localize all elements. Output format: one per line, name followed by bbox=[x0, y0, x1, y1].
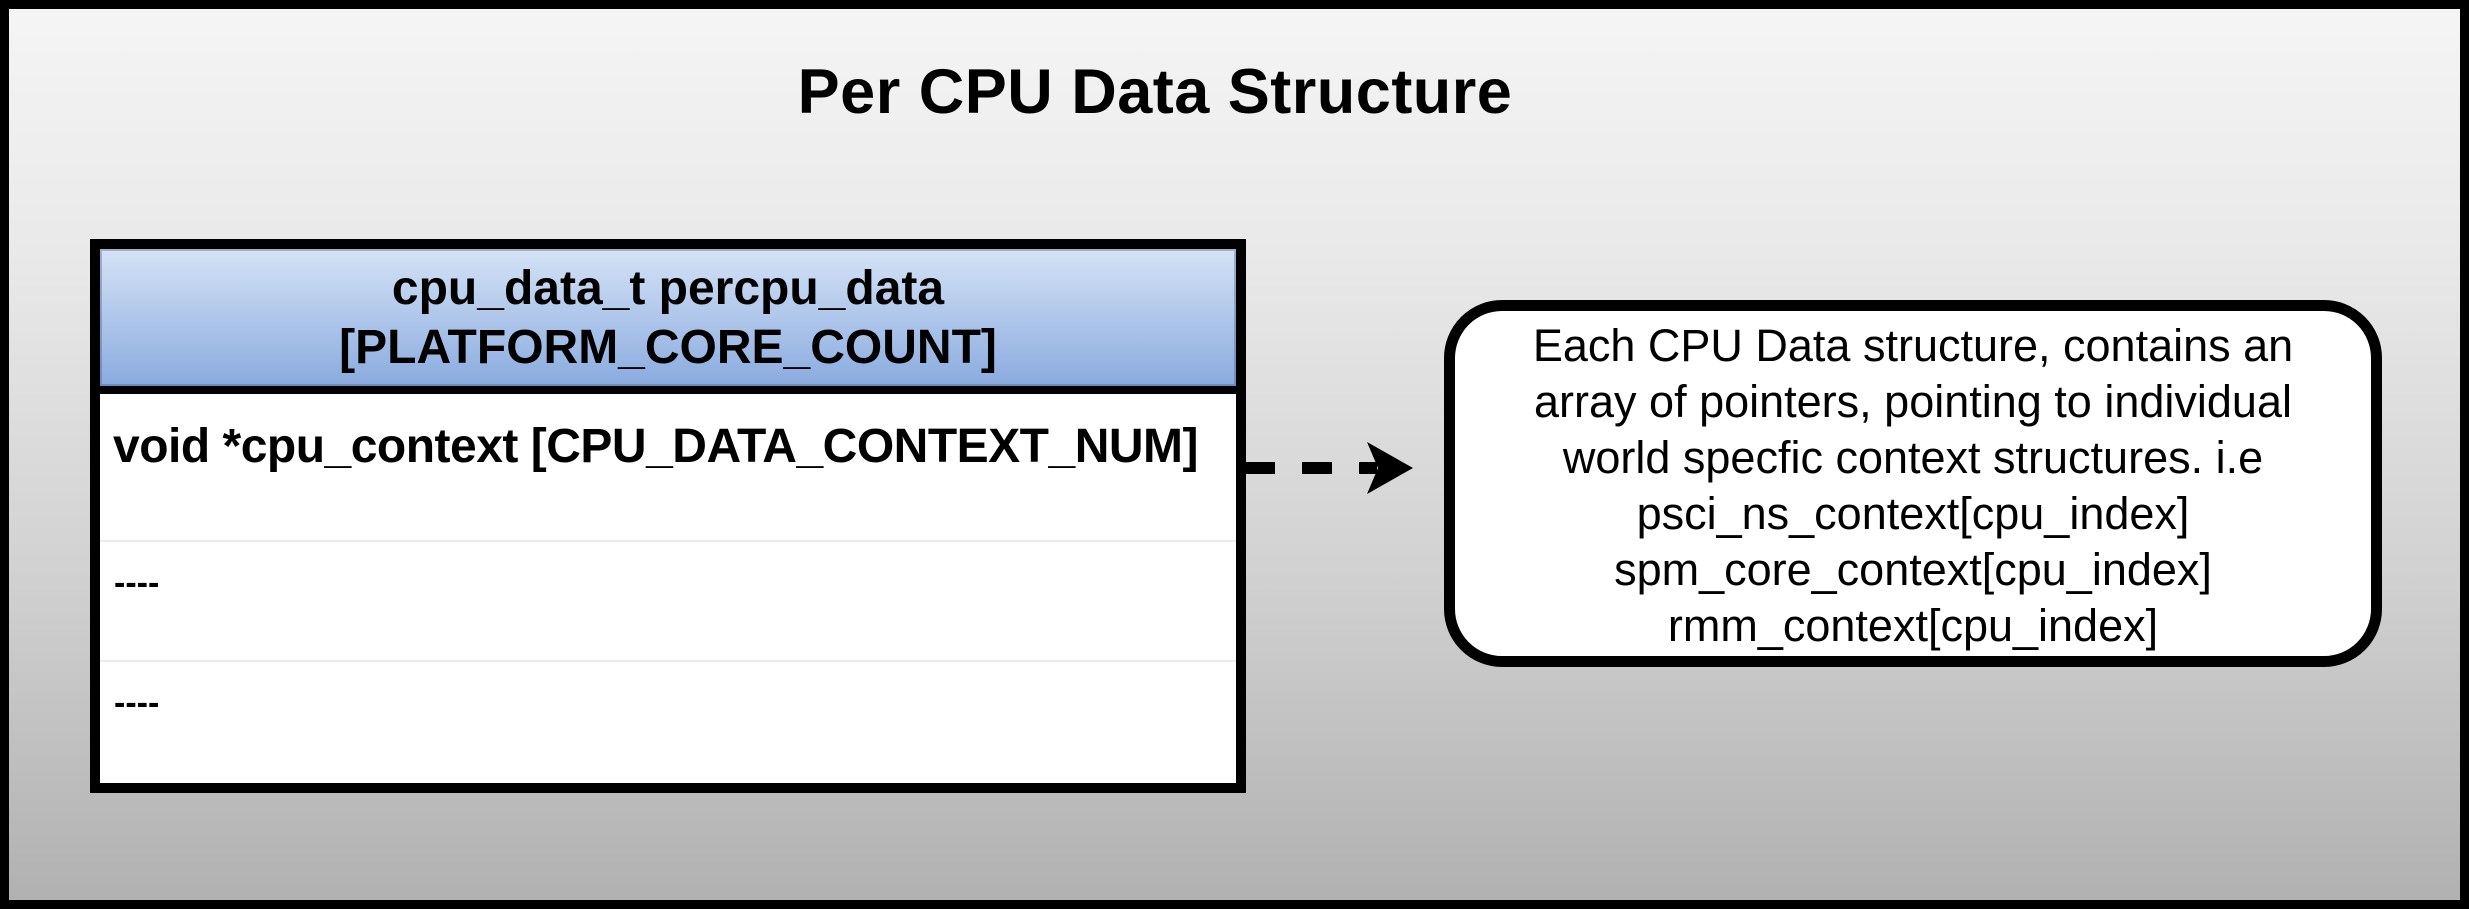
struct-table-header-cell: cpu_data_t percpu_data [PLATFORM_CORE_CO… bbox=[100, 249, 1236, 394]
annotation-line: world specfic context structures. i.e bbox=[1562, 431, 2264, 483]
arrow-head-icon bbox=[1367, 442, 1413, 494]
annotation-line: psci_ns_context[cpu_index] bbox=[1636, 487, 2190, 539]
struct-row-placeholder-2: ---- bbox=[114, 684, 160, 722]
annotation-line: rmm_context[cpu_index] bbox=[1667, 599, 2159, 651]
annotation-line: Each CPU Data structure, contains an bbox=[1532, 319, 2294, 371]
diagram-title: Per CPU Data Structure bbox=[797, 57, 1513, 127]
annotation-line: array of pointers, pointing to individua… bbox=[1534, 375, 2292, 427]
struct-header-line2: [PLATFORM_CORE_COUNT] bbox=[339, 320, 997, 374]
annotation-callout-box: Each CPU Data structure, contains an arr… bbox=[1444, 300, 2382, 667]
annotation-line: spm_core_context[cpu_index] bbox=[1614, 543, 2212, 595]
struct-header-line1: cpu_data_t percpu_data bbox=[391, 261, 945, 315]
cpu-data-struct-table: cpu_data_t percpu_data [PLATFORM_CORE_CO… bbox=[90, 239, 1246, 793]
dashed-connector-line bbox=[1245, 462, 1377, 474]
struct-row-cpu-context: void *cpu_context [CPU_DATA_CONTEXT_NUM] bbox=[100, 394, 1236, 542]
struct-row-placeholder-1: ---- bbox=[100, 542, 1236, 662]
